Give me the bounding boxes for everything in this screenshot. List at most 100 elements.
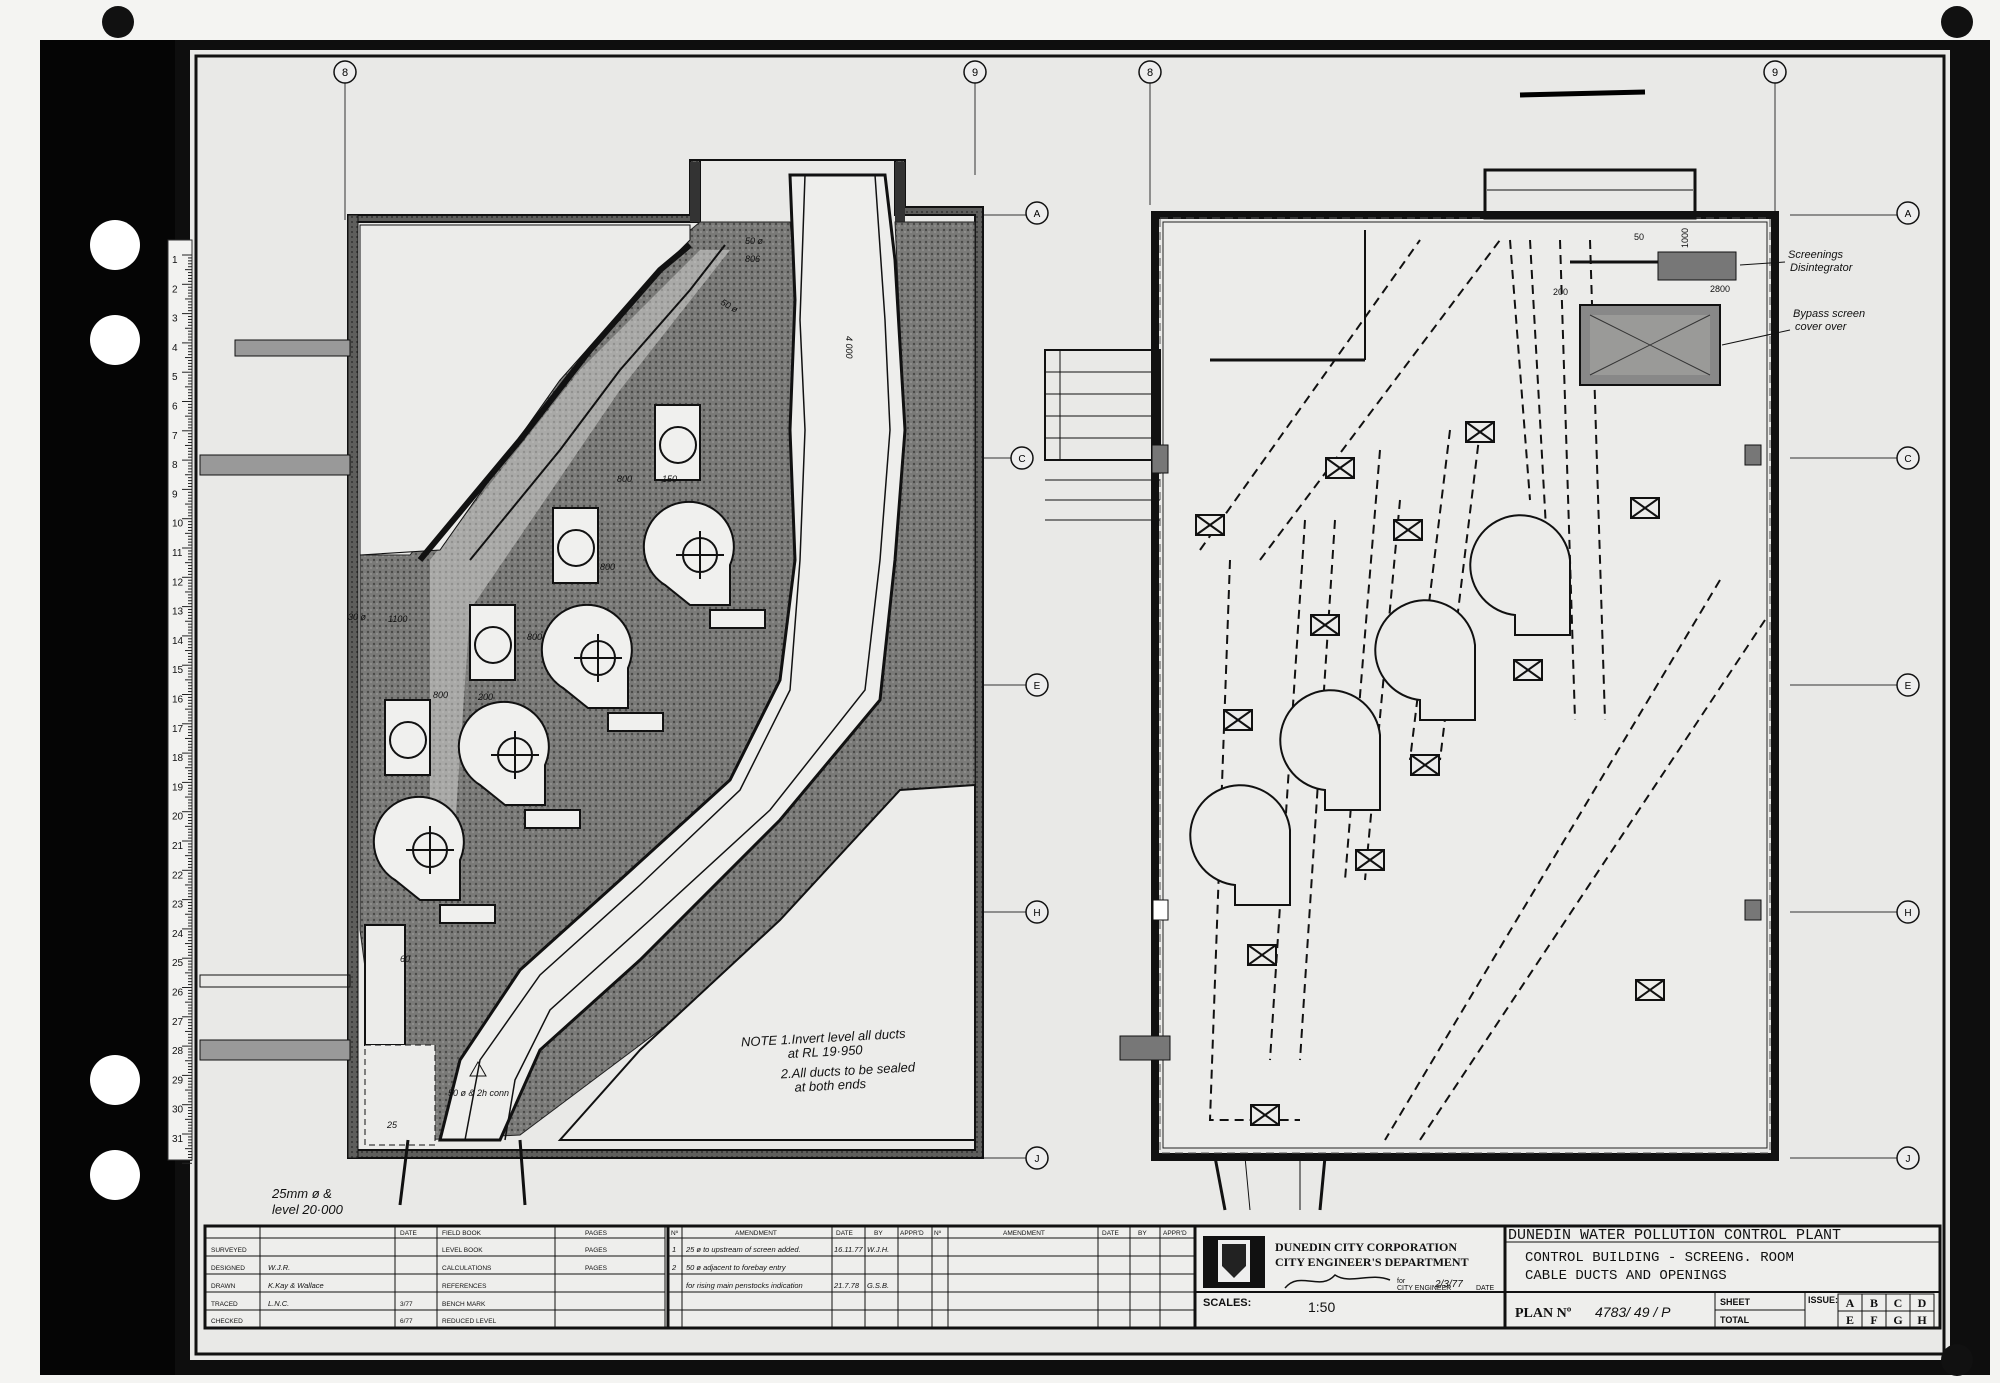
dim-label: 4 000 <box>844 336 854 359</box>
note-line: 2.All ducts to be sealed <box>779 1059 916 1081</box>
tb-value: W.J.R. <box>268 1263 290 1272</box>
sig-date-label: DATE <box>1476 1285 1494 1292</box>
row-marker-c-left: C <box>1018 454 1025 465</box>
issue-letter: G <box>1893 1313 1902 1327</box>
ruler-number: 19 <box>172 782 184 793</box>
pump-bowl <box>474 626 512 664</box>
duct-opening-cross <box>1325 457 1355 479</box>
row-marker-a-right: A <box>1905 209 1912 220</box>
corp-name: DUNEDIN CITY CORPORATION <box>1275 1240 1457 1254</box>
pump-bowl <box>389 721 427 759</box>
ruler-number: 29 <box>172 1075 184 1086</box>
ruler-number: 26 <box>172 988 184 999</box>
tb-date: 6/77 <box>400 1318 413 1325</box>
ruler-number: 6 <box>172 402 178 413</box>
row-marker-a-left: A <box>1034 209 1041 220</box>
ruler-number: 20 <box>172 812 184 823</box>
tb-book: REDUCED LEVEL <box>442 1318 497 1325</box>
dim-label: 806 <box>745 254 760 264</box>
ruler-number: 22 <box>172 870 184 881</box>
pump-bowl <box>557 529 595 567</box>
grid-marker-8-left: 8 <box>342 67 348 79</box>
punch-hole <box>90 1150 140 1200</box>
ruler-number: 21 <box>172 841 184 852</box>
dim-label: 800 <box>527 632 542 642</box>
dim-label: 50 ø <box>745 236 764 246</box>
corp-dept: CITY ENGINEER'S DEPARTMENT <box>1275 1255 1469 1269</box>
tb-pages: PAGES <box>585 1265 608 1272</box>
issue-letter: A <box>1846 1296 1855 1310</box>
punch-hole <box>90 220 140 270</box>
label-screenings: Screenings <box>1788 249 1844 261</box>
amend-no: 2 <box>671 1263 677 1272</box>
duct-opening-cross <box>1247 944 1277 966</box>
tb-label: CHECKED <box>211 1318 243 1325</box>
amend-header: APPR'D <box>900 1230 924 1237</box>
dim-label: 25mm ø & <box>271 1186 332 1201</box>
pump-outlet <box>709 609 766 629</box>
dim-label: 1000 <box>1680 228 1690 248</box>
grid-marker-9-right: 9 <box>1772 67 1778 79</box>
ruler-number: 25 <box>172 958 184 969</box>
label-cover: cover over <box>1795 321 1848 333</box>
issue-letter: F <box>1870 1313 1877 1327</box>
tb-book: REFERENCES <box>442 1283 487 1290</box>
ruler-number: 31 <box>172 1134 184 1145</box>
dim-label: 200 <box>477 692 493 702</box>
level-label: level 20·000 <box>272 1202 344 1217</box>
signature <box>1284 1274 1391 1289</box>
row-marker-j-left: J <box>1035 1154 1040 1165</box>
dim-label: 1100 <box>388 614 407 624</box>
amend-header: Nº <box>934 1230 942 1237</box>
ruler-number: 14 <box>172 636 184 647</box>
city-engineer-label: CITY ENGINEER <box>1397 1285 1451 1292</box>
dim-label: 800 <box>433 690 448 700</box>
row-marker-e-left: E <box>1034 681 1041 692</box>
duct-opening-cross <box>1410 754 1440 776</box>
row-marker-c-right: C <box>1904 454 1911 465</box>
amend-text: for rising main penstocks indication <box>686 1281 803 1290</box>
ruler-number: 24 <box>172 929 184 940</box>
amend-no: 1 <box>672 1245 676 1254</box>
amend-by: W.J.H. <box>867 1245 889 1254</box>
amend-text: 50 ø adjacent to forebay entry <box>686 1263 787 1272</box>
ruler-number: 1 <box>172 255 178 266</box>
tb-value: K.Kay & Wallace <box>268 1281 324 1290</box>
ruler-number: 11 <box>172 548 183 559</box>
tb-header: DATE <box>400 1230 418 1237</box>
ruler-number: 8 <box>172 460 178 471</box>
title-block: SURVEYED DESIGNED DRAWN TRACED CHECKED D… <box>203 1224 1942 1330</box>
duct-opening-cross <box>1635 979 1665 1001</box>
drawing-title-2: CABLE DUCTS AND OPENINGS <box>1525 1268 1727 1284</box>
duct-opening-cross <box>1250 1104 1280 1126</box>
issue-letter: D <box>1918 1296 1927 1310</box>
plan-label: PLAN Nº <box>1515 1306 1572 1321</box>
amend-header: DATE <box>836 1230 854 1237</box>
tb-label: DESIGNED <box>211 1265 245 1272</box>
amend-by: G.S.B. <box>867 1281 889 1290</box>
ruler-number: 4 <box>172 343 178 354</box>
duct-opening-cross <box>1393 519 1423 541</box>
duct-opening-cross <box>1223 709 1253 731</box>
left-plan: 8 9 A C E H J 50 ø 806 50 ø 4 000 800 15… <box>199 60 1049 1217</box>
tb-book: LEVEL BOOK <box>442 1247 483 1254</box>
amend-header: DATE <box>1102 1230 1120 1237</box>
row-marker-h-right: H <box>1904 908 1911 919</box>
tb-header: PAGES <box>585 1230 608 1237</box>
issue-letter: H <box>1917 1313 1927 1327</box>
issue-label: ISSUE: <box>1808 1295 1838 1305</box>
plan-number: 4783/ 49 / P <box>1595 1304 1671 1320</box>
pump-outlet <box>524 809 581 829</box>
duct-opening-cross <box>1310 614 1340 636</box>
grid-marker-9-left: 9 <box>972 67 978 79</box>
ruler-number: 3 <box>172 314 178 325</box>
grid-marker-8-right: 8 <box>1147 67 1153 79</box>
amend-header: BY <box>874 1230 883 1237</box>
dim-label: 25 <box>386 1120 398 1130</box>
project-title: DUNEDIN WATER POLLUTION CONTROL PLANT <box>1508 1227 1841 1244</box>
scales-label: SCALES: <box>1203 1297 1251 1309</box>
dim-label: 800 <box>600 562 615 572</box>
tb-label: SURVEYED <box>211 1247 247 1254</box>
amend-header: BY <box>1138 1230 1147 1237</box>
